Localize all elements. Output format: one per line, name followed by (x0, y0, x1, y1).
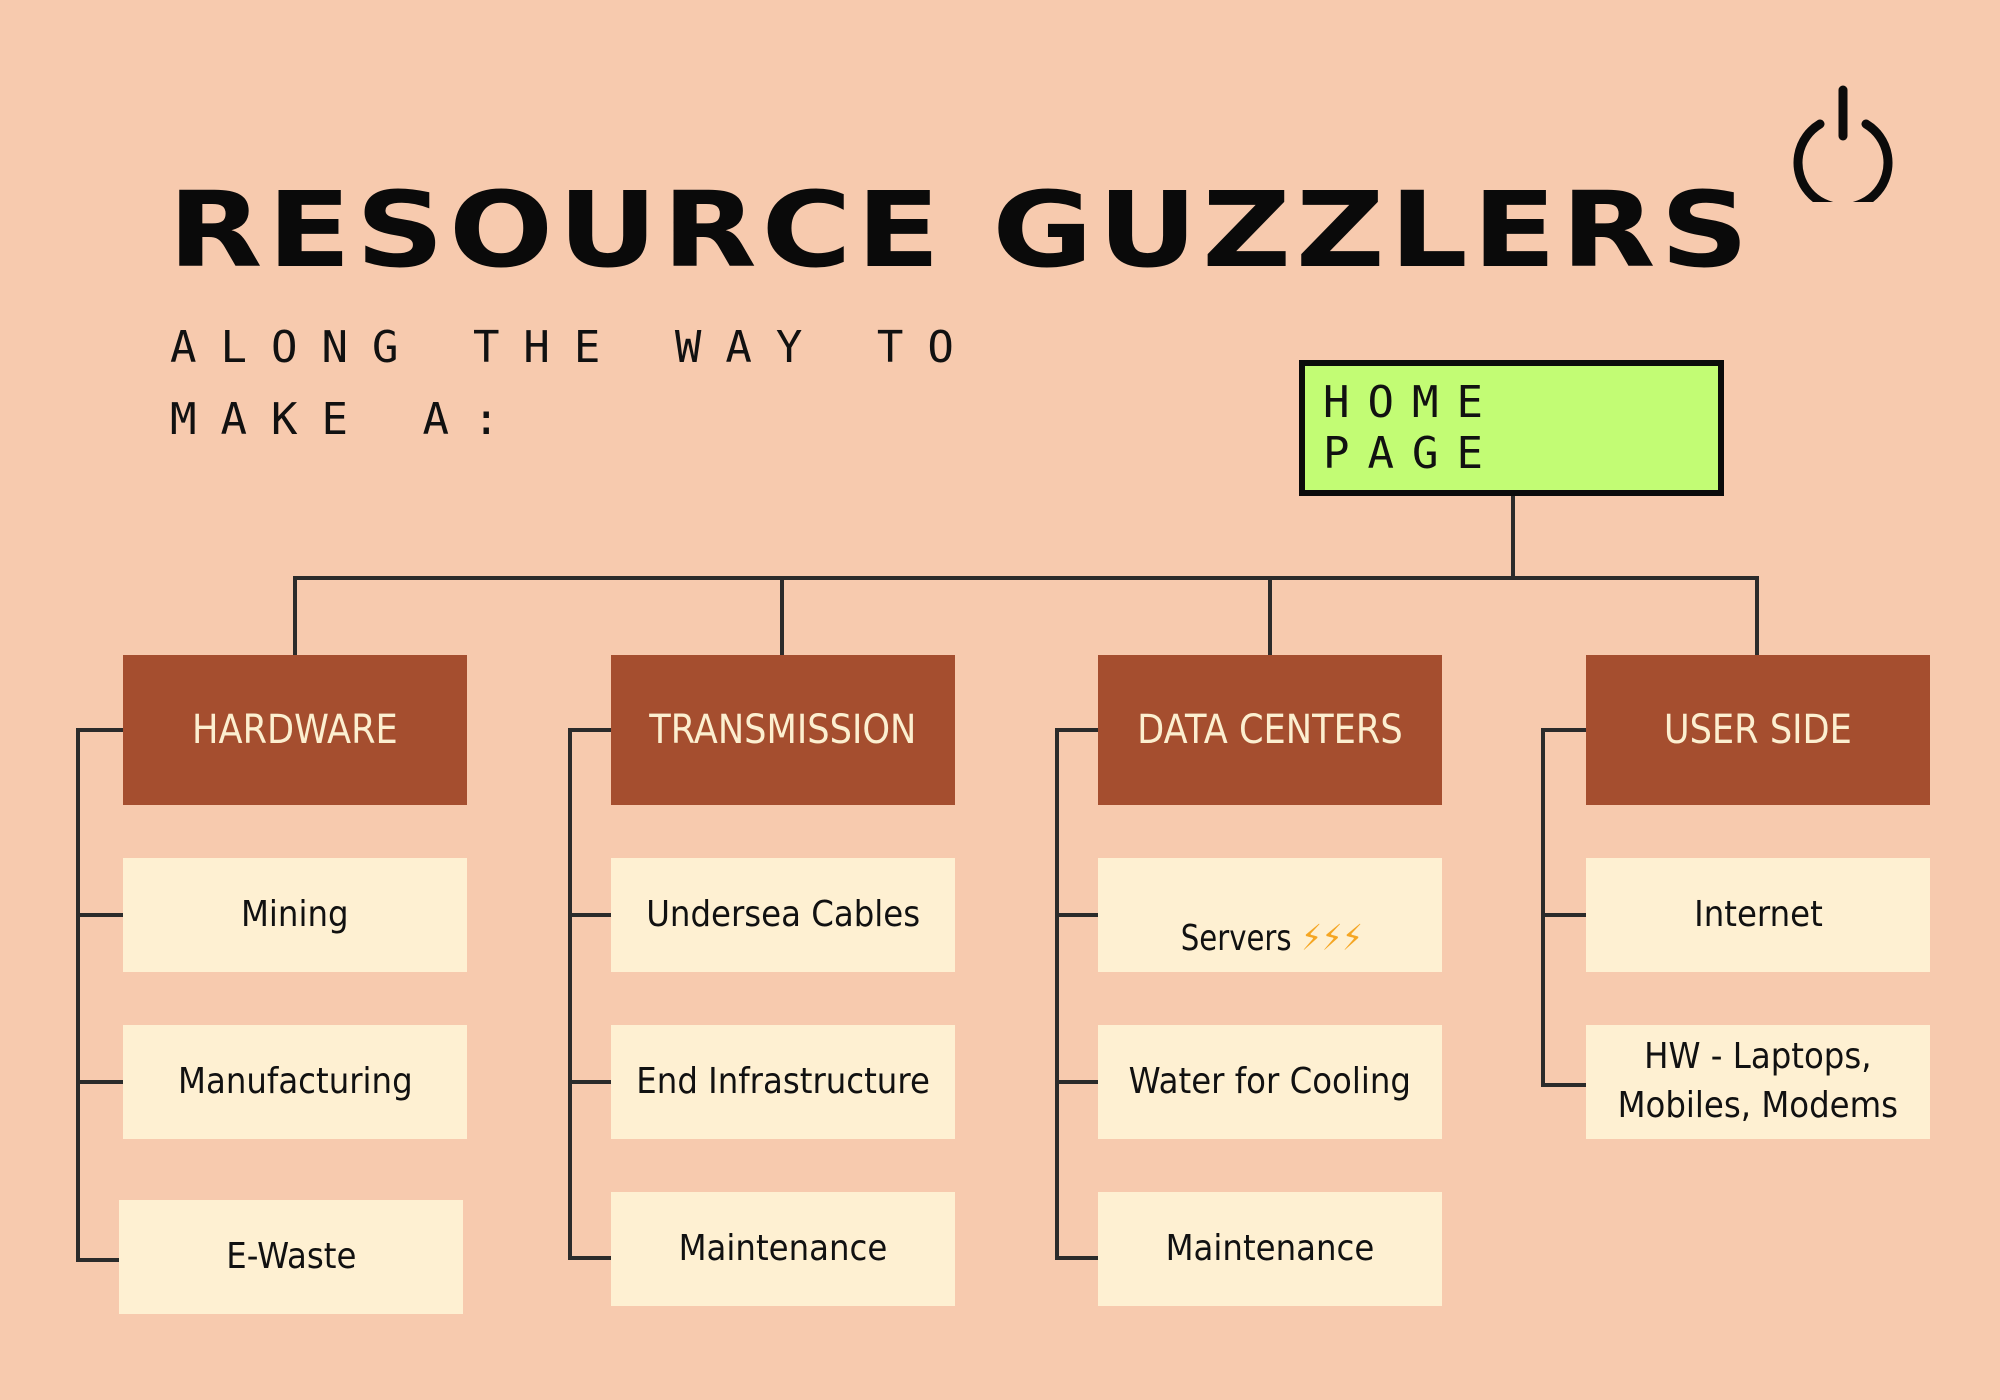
item-water-for-cooling-label: Water for Cooling (1128, 1060, 1412, 1102)
item-mining: Mining (123, 858, 467, 972)
category-transmission-label: TRANSMISSION (649, 707, 917, 753)
item-manufacturing: Manufacturing (123, 1025, 467, 1139)
category-transmission: TRANSMISSION (611, 655, 955, 805)
item-hw-devices-label: HW - Laptops, Mobiles, Modems (1617, 1036, 1899, 1126)
category-data-centers: DATA CENTERS (1098, 655, 1442, 805)
category-hardware-label: HARDWARE (192, 707, 398, 753)
item-servers-label: Servers ⚡⚡⚡ (1174, 866, 1365, 963)
item-water-for-cooling: Water for Cooling (1098, 1025, 1442, 1139)
lightning-bolt-icon: ⚡⚡⚡ (1300, 918, 1363, 959)
item-hw-devices: HW - Laptops, Mobiles, Modems (1586, 1025, 1930, 1139)
subtitle-line-1: ALONG THE WAY TO (170, 322, 978, 373)
item-mining-label: Mining (241, 893, 349, 935)
item-manufacturing-label: Manufacturing (177, 1060, 413, 1102)
item-maintenance-data-centers-label: Maintenance (1165, 1227, 1375, 1269)
item-end-infrastructure-label: End Infrastructure (636, 1060, 930, 1102)
root-node-home-page: HOME PAGE (1299, 360, 1724, 496)
item-internet-label: Internet (1693, 893, 1823, 935)
category-user-side: USER SIDE (1586, 655, 1930, 805)
item-servers: Servers ⚡⚡⚡ (1098, 858, 1442, 972)
category-hardware: HARDWARE (123, 655, 467, 805)
item-e-waste-label: E-Waste (225, 1235, 357, 1277)
power-icon (1793, 85, 1893, 202)
subtitle-line-2: MAKE A: (170, 394, 524, 445)
item-e-waste: E-Waste (119, 1200, 463, 1314)
item-end-infrastructure: End Infrastructure (611, 1025, 955, 1139)
item-undersea-cables: Undersea Cables (611, 858, 955, 972)
item-maintenance-transmission: Maintenance (611, 1192, 955, 1306)
category-data-centers-label: DATA CENTERS (1137, 707, 1403, 753)
category-user-side-label: USER SIDE (1663, 707, 1853, 753)
page-title: RESOURCE GUZZLERS (168, 169, 1754, 291)
item-maintenance-transmission-label: Maintenance (678, 1227, 888, 1269)
item-undersea-cables-label: Undersea Cables (646, 893, 920, 935)
item-internet: Internet (1586, 858, 1930, 972)
item-servers-text: Servers (1180, 918, 1292, 959)
item-maintenance-data-centers: Maintenance (1098, 1192, 1442, 1306)
